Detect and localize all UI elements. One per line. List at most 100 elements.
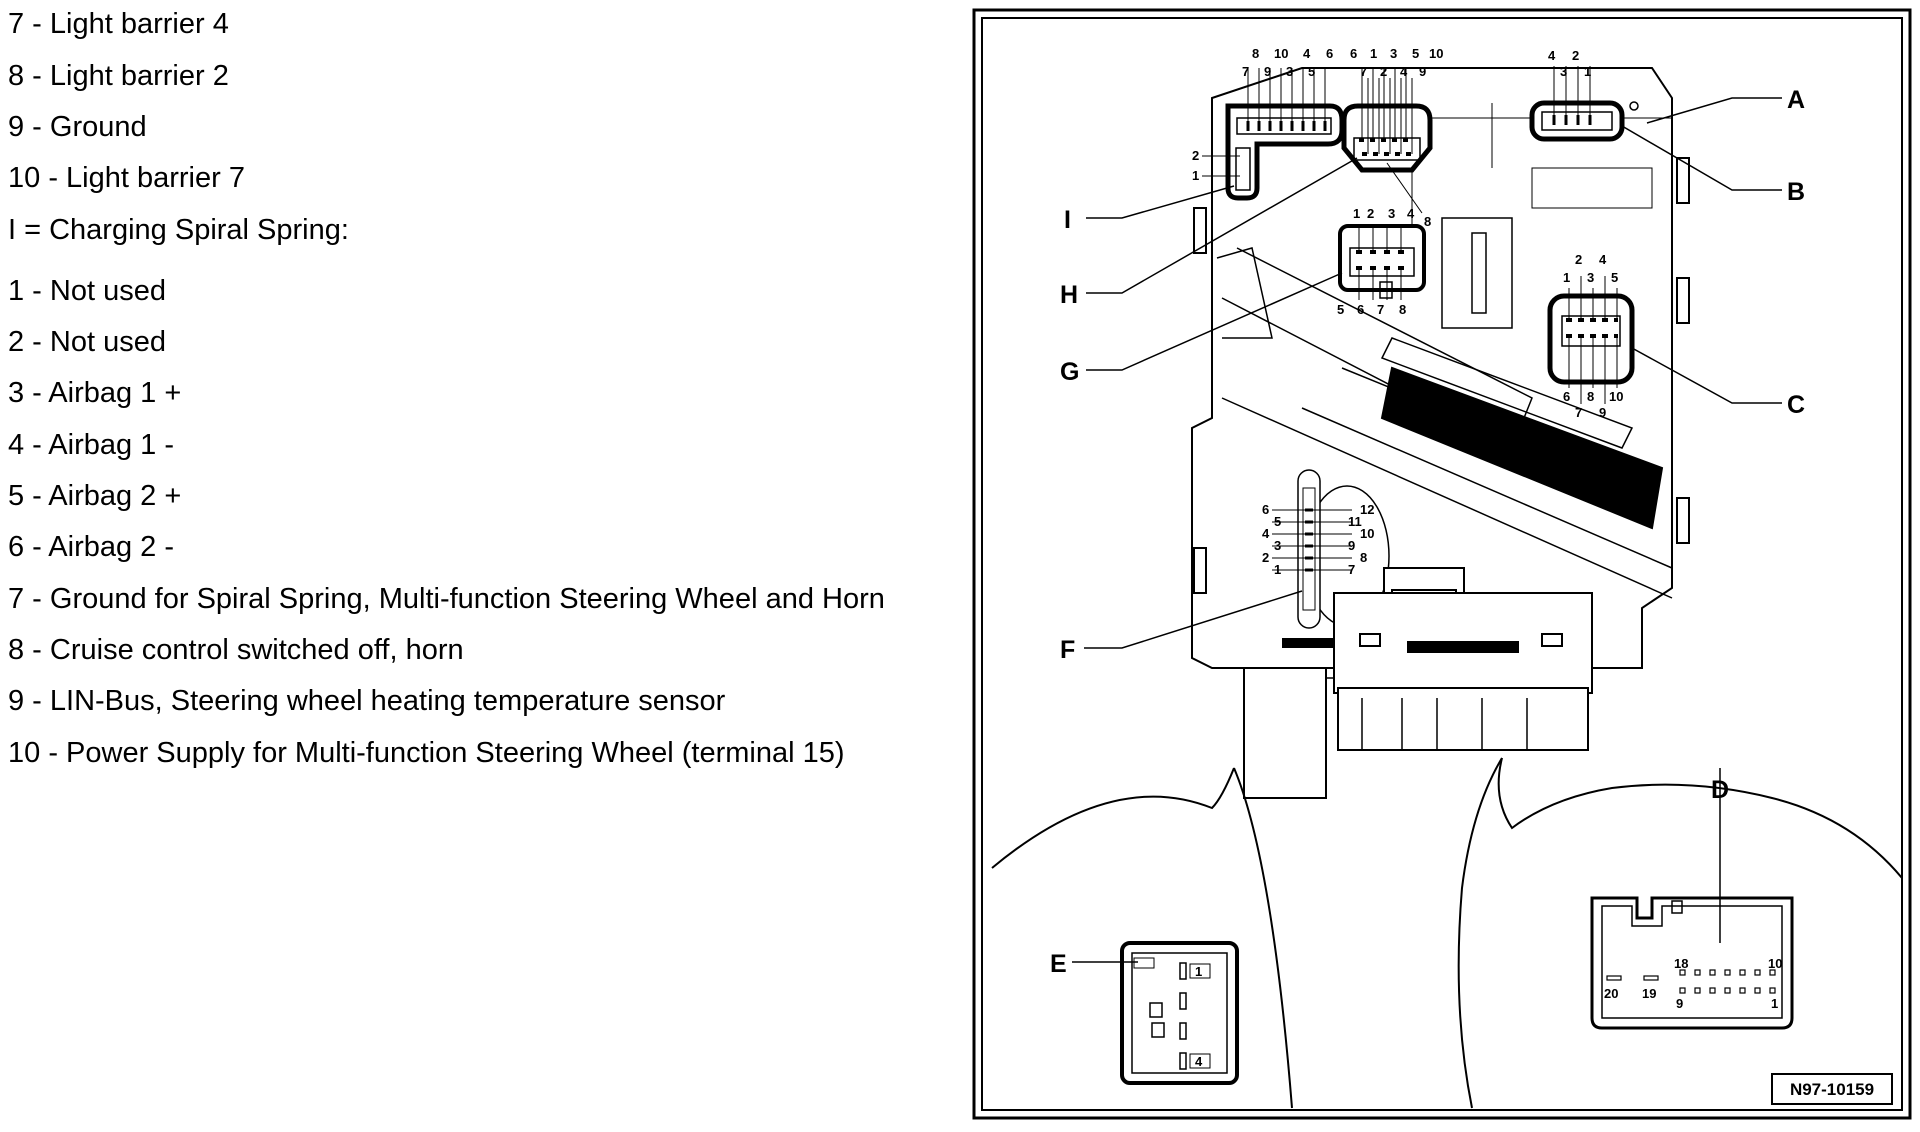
leader-i xyxy=(1086,185,1235,219)
pin-label: 4 xyxy=(1548,48,1556,63)
pin-label: 4 xyxy=(1195,1054,1203,1069)
legend-line-7-ground-spiral-spring: 7 - Ground for Spiral Spring, Multi-func… xyxy=(8,583,885,615)
pin-label: 1 xyxy=(1370,46,1377,61)
connector-h xyxy=(1341,68,1433,214)
pin-label: 8 xyxy=(1424,214,1431,229)
pin-label: 5 xyxy=(1611,270,1618,285)
connector-e-pin-labels: 1 4 xyxy=(1195,964,1203,1069)
legend-line-8-light-barrier-2: 8 - Light barrier 2 xyxy=(8,60,229,92)
connector-i xyxy=(1202,68,1345,201)
pin-label: 19 xyxy=(1642,986,1656,1001)
pin-label: 2 xyxy=(1572,48,1579,63)
legend-line-10-power-supply: 10 - Power Supply for Multi-function Ste… xyxy=(8,737,845,769)
pin-label: 10 xyxy=(1609,389,1623,404)
figure-id-box: N97-10159 xyxy=(1771,1073,1893,1105)
pin-label: 20 xyxy=(1604,986,1618,1001)
pin-label: 9 xyxy=(1264,64,1271,79)
legend-line-9-lin-bus: 9 - LIN-Bus, Steering wheel heating temp… xyxy=(8,685,726,717)
legend-line-10-light-barrier-7: 10 - Light barrier 7 xyxy=(8,162,245,194)
pin-label: 9 xyxy=(1419,64,1426,79)
pin-label: 4 xyxy=(1400,64,1408,79)
legend-line-3-airbag-1-plus: 3 - Airbag 1 + xyxy=(8,377,182,409)
legend-heading-charging-spiral-spring: I = Charging Spiral Spring: xyxy=(8,214,349,246)
connector-g xyxy=(1338,224,1426,300)
pin-label: 1 xyxy=(1192,168,1199,183)
pin-label: 7 xyxy=(1377,302,1384,317)
pin-label: 3 xyxy=(1274,538,1281,553)
pin-label: 10 xyxy=(1360,526,1374,541)
connector-c-pin-labels: 2 4 1 3 5 6 8 10 7 9 xyxy=(1563,252,1623,420)
callout-letter-a: A xyxy=(1787,86,1805,114)
pin-label: 9 xyxy=(1599,405,1606,420)
pin-label: 1 xyxy=(1274,562,1281,577)
legend-line-7-light-barrier-4: 7 - Light barrier 4 xyxy=(8,8,229,40)
callout-letter-d: D xyxy=(1711,776,1729,804)
pin-label: 8 xyxy=(1252,46,1259,61)
detail-callout-e xyxy=(991,767,1293,1109)
connector-d-pin-labels: 18 10 20 19 9 1 xyxy=(1604,956,1782,1011)
pin-label: 1 xyxy=(1563,270,1570,285)
pin-label: 5 xyxy=(1274,514,1281,529)
legend-line-6-airbag-2-minus: 6 - Airbag 2 - xyxy=(8,531,175,563)
pin-label: 6 xyxy=(1262,502,1269,517)
connector-b-pin-labels: 4 2 3 1 xyxy=(1548,48,1591,79)
pin-label: 10 xyxy=(1274,46,1288,61)
pin-label: 9 xyxy=(1348,538,1355,553)
pin-label: 8 xyxy=(1587,389,1594,404)
pin-label: 3 xyxy=(1390,46,1397,61)
callout-letters: A B C D E F G H I xyxy=(1050,86,1805,978)
pin-label: 2 xyxy=(1367,206,1374,221)
pin-label: 1 xyxy=(1584,64,1591,79)
connector-f xyxy=(1272,469,1390,648)
legend-line-2-not-used: 2 - Not used xyxy=(8,326,166,358)
callout-letter-c: C xyxy=(1787,391,1805,419)
leader-h xyxy=(1086,157,1358,294)
callout-leader-lines xyxy=(1072,97,1782,963)
pin-label: 2 xyxy=(1380,64,1387,79)
legend-line-8-cruise-control: 8 - Cruise control switched off, horn xyxy=(8,634,464,666)
leader-g xyxy=(1086,272,1343,371)
legend-line-1-not-used: 1 - Not used xyxy=(8,275,166,307)
pin-label: 5 xyxy=(1412,46,1419,61)
legend-line-9-ground: 9 - Ground xyxy=(8,111,147,143)
pin-label: 12 xyxy=(1360,502,1374,517)
connector-diagram: 8 10 4 6 7 9 3 5 2 1 6 1 3 5 10 7 2 4 9 … xyxy=(972,8,1912,1120)
pin-label: 6 xyxy=(1357,302,1364,317)
pin-label: 6 xyxy=(1326,46,1333,61)
pin-label: 8 xyxy=(1399,302,1406,317)
leader-b xyxy=(1621,125,1782,191)
pin-label: 7 xyxy=(1242,64,1249,79)
connector-f-pin-labels: 6 5 4 3 2 1 12 11 10 9 8 7 xyxy=(1262,502,1374,577)
pin-label: 5 xyxy=(1308,64,1315,79)
pin-label: 4 xyxy=(1599,252,1607,267)
pin-label: 18 xyxy=(1674,956,1688,971)
pin-label: 11 xyxy=(1348,514,1362,529)
pin-label: 7 xyxy=(1348,562,1355,577)
callout-letter-g: G xyxy=(1060,358,1079,386)
detail-callout-d xyxy=(1457,757,1903,1109)
leader-a xyxy=(1646,97,1782,124)
pin-label: 8 xyxy=(1360,550,1367,565)
legend-line-4-airbag-1-minus: 4 - Airbag 1 - xyxy=(8,429,175,461)
callout-letter-i: I xyxy=(1064,206,1071,234)
pin-label: 6 xyxy=(1350,46,1357,61)
connector-h-pin-labels: 6 1 3 5 10 7 2 4 9 8 xyxy=(1350,46,1443,229)
pin-label: 1 xyxy=(1353,206,1360,221)
pin-label: 4 xyxy=(1303,46,1311,61)
pin-label: 3 xyxy=(1388,206,1395,221)
pin-label: 2 xyxy=(1192,148,1199,163)
pin-label: 9 xyxy=(1676,996,1683,1011)
pin-label: 4 xyxy=(1262,526,1270,541)
pin-label: 3 xyxy=(1587,270,1594,285)
connector-c xyxy=(1547,276,1635,404)
main-connector-housing xyxy=(1243,567,1593,799)
pin-label: 10 xyxy=(1768,956,1782,971)
legend-line-5-airbag-2-plus: 5 - Airbag 2 + xyxy=(8,480,182,512)
diagram-inner-frame xyxy=(981,17,1903,1111)
connector-b xyxy=(1529,66,1639,142)
pin-label: 7 xyxy=(1360,64,1367,79)
pin-label: 1 xyxy=(1195,964,1202,979)
pin-label: 3 xyxy=(1560,64,1567,79)
connector-i-pin-labels: 8 10 4 6 7 9 3 5 2 1 xyxy=(1192,46,1333,183)
pin-label: 10 xyxy=(1429,46,1443,61)
